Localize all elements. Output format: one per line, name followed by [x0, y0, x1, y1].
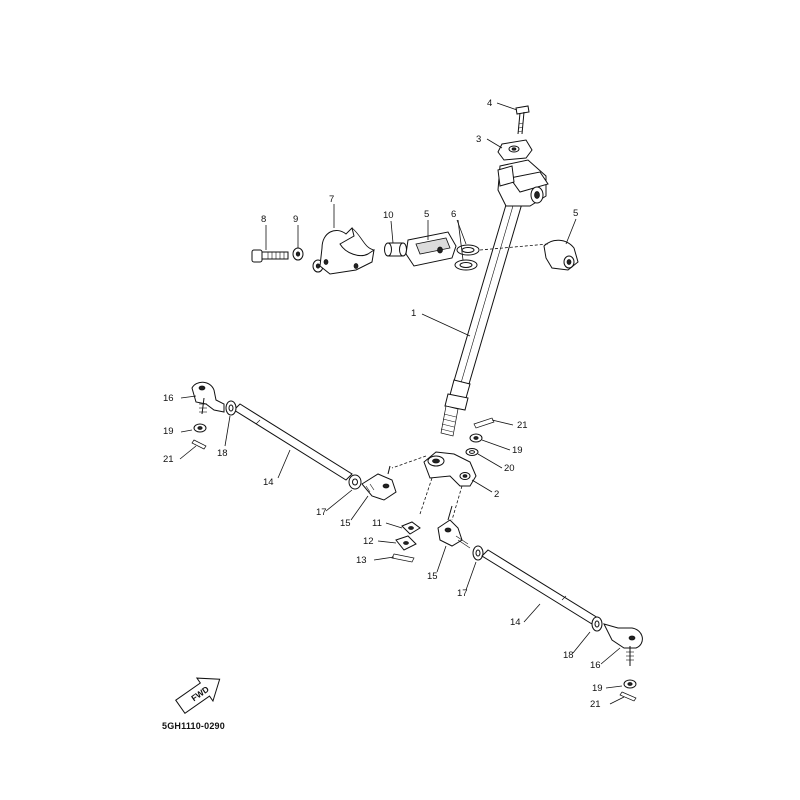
- bolt-part-8: [251, 249, 289, 263]
- tie-rod-part-14-left: [233, 403, 353, 481]
- clamp-alignment-line: [479, 243, 549, 251]
- upper-holder-part-3: [497, 139, 533, 161]
- callout-16-right: 16: [590, 660, 601, 671]
- pitman-arm-part-2: [423, 451, 477, 487]
- steering-column-part-1: [440, 197, 524, 437]
- callout-21-left: 21: [163, 454, 174, 465]
- callout-7: 7: [329, 194, 334, 205]
- nut-part-18-right: [591, 616, 603, 632]
- clamp-part-5-right: [543, 239, 579, 271]
- callout-20: 20: [504, 463, 515, 474]
- cotter-pin-part-21-right: [619, 691, 637, 702]
- callout-18-right: 18: [563, 650, 574, 661]
- callout-21-center: 21: [517, 420, 528, 431]
- callout-17-right: 17: [457, 588, 468, 599]
- callout-1: 1: [411, 308, 416, 319]
- forward-direction-badge: FWD: [175, 677, 221, 715]
- callout-8: 8: [261, 214, 266, 225]
- callout-15-left: 15: [340, 518, 351, 529]
- callout-15-right: 15: [427, 571, 438, 582]
- callout-19-right: 19: [592, 683, 603, 694]
- nut-part-12: [395, 535, 417, 551]
- callout-21-right: 21: [590, 699, 601, 710]
- washer-part-20: [465, 448, 479, 456]
- pitman-lower-line-left: [419, 477, 433, 515]
- bolt-part-4: [515, 105, 530, 135]
- callout-19-center: 19: [512, 445, 523, 456]
- callout-17-left: 17: [316, 507, 327, 518]
- tie-rod-end-part-16-right: [603, 623, 643, 666]
- callout-2: 2: [494, 489, 499, 500]
- tie-rod-part-14-right: [481, 549, 599, 625]
- clamp-part-5-left: [405, 231, 457, 267]
- callout-4: 4: [487, 98, 492, 109]
- callout-3: 3: [476, 134, 481, 145]
- washer-part-9: [292, 247, 324, 273]
- callout-10: 10: [383, 210, 394, 221]
- callout-16-left: 16: [163, 393, 174, 404]
- nut-part-11: [401, 521, 421, 535]
- callout-13: 13: [356, 555, 367, 566]
- plate-clip-part-7: [319, 227, 375, 275]
- callout-9: 9: [293, 214, 298, 225]
- callout-12: 12: [363, 536, 374, 547]
- tie-rod-end-part-15-left: [361, 465, 397, 501]
- bushings-part-6: [454, 244, 480, 271]
- callout-14-left: 14: [263, 477, 274, 488]
- callout-6: 6: [451, 209, 456, 220]
- nut-part-19-right: [623, 679, 637, 689]
- cotter-pin-part-21-left: [191, 439, 207, 450]
- nut-part-19-center: [469, 433, 483, 443]
- callout-18-left: 18: [217, 448, 228, 459]
- callout-5-right: 5: [573, 208, 578, 219]
- callout-14-right: 14: [510, 617, 521, 628]
- drawing-code: 5GH1110-0290: [162, 721, 225, 731]
- column-top-bracket: [497, 159, 549, 207]
- cotter-pin-part-21-center: [473, 417, 495, 429]
- nut-part-17-right: [472, 545, 484, 561]
- tie-rod-end-part-16-left: [191, 381, 225, 415]
- leader-lines: [179, 102, 625, 705]
- nut-part-18-left: [225, 400, 237, 416]
- callout-19-left: 19: [163, 426, 174, 437]
- bushing-part-10: [384, 242, 407, 257]
- pitman-lower-line-right: [451, 485, 463, 521]
- callout-labels: 4 3 7 8 9 10 5 6 5 1 16 19 21 18 14 21 1…: [163, 98, 603, 710]
- forward-arrow-icon: [175, 677, 221, 715]
- callout-5-left: 5: [424, 209, 429, 220]
- tie-rod-end-part-15-right: [437, 505, 471, 549]
- callout-11: 11: [372, 518, 382, 529]
- nut-part-19-left: [193, 423, 207, 433]
- nut-part-17-left: [348, 474, 362, 490]
- pitman-to-rod-line: [391, 455, 427, 469]
- cotter-pin-part-13: [391, 553, 415, 563]
